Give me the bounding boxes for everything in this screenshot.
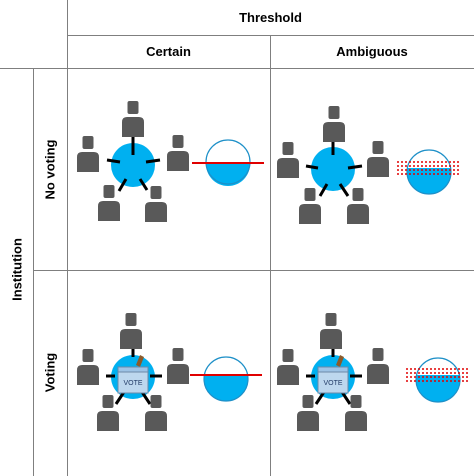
- person-icon: [367, 141, 389, 177]
- ballot-box-icon: VOTE: [317, 355, 349, 394]
- grid-line-h1: [67, 35, 474, 36]
- contribution-spoke: [106, 158, 121, 164]
- pool-icon: [111, 143, 155, 187]
- ballot-box-icon: VOTE: [117, 355, 149, 394]
- person-icon: [347, 188, 369, 224]
- person-icon: [367, 348, 389, 384]
- person-icon: [299, 188, 321, 224]
- grid-line-h2: [0, 68, 474, 69]
- cell-voting-certain: VOTE: [77, 313, 262, 431]
- cell-voting-ambiguous: VOTE: [277, 313, 470, 431]
- contribution-spoke: [314, 391, 326, 405]
- vote-label: VOTE: [323, 380, 342, 387]
- contribution-spoke: [347, 164, 363, 170]
- row-header-no-voting: No voting: [42, 139, 58, 200]
- threshold-gauge-icon: [190, 356, 262, 402]
- person-icon: [98, 185, 120, 221]
- person-icon: [122, 101, 144, 137]
- institution-header: Institution: [9, 238, 25, 301]
- pool-icon: [311, 147, 355, 191]
- person-icon: [345, 395, 367, 431]
- person-icon: [277, 142, 299, 178]
- contribution-spoke: [145, 158, 161, 164]
- threshold-gauge-icon: [406, 357, 470, 403]
- grid-line-v1: [67, 0, 68, 476]
- contribution-spoke: [117, 178, 128, 192]
- contribution-spoke: [138, 178, 149, 191]
- person-icon: [97, 395, 119, 431]
- grid-line-v3: [33, 69, 34, 476]
- person-icon: [77, 349, 99, 385]
- cell-no-voting-certain: [77, 101, 264, 222]
- contribution-spoke: [318, 183, 329, 197]
- person-icon: [297, 395, 319, 431]
- threshold-gauge-icon: [397, 149, 461, 195]
- person-icon: [145, 186, 167, 222]
- grid-line-h3: [33, 270, 474, 271]
- person-icon: [167, 135, 189, 171]
- contribution-spoke: [340, 391, 352, 405]
- person-icon: [120, 313, 142, 349]
- column-header-certain: Certain: [146, 44, 191, 59]
- column-header-ambiguous: Ambiguous: [336, 44, 408, 59]
- threshold-gauge-icon: [192, 139, 264, 186]
- cell-no-voting-ambiguous: [277, 106, 461, 224]
- contribution-spoke: [140, 391, 152, 405]
- contribution-spoke: [305, 164, 319, 170]
- threshold-header: Threshold: [239, 10, 302, 25]
- person-icon: [323, 106, 345, 142]
- person-icon: [77, 136, 99, 172]
- person-icon: [167, 348, 189, 384]
- row-header-voting: Voting: [42, 352, 58, 393]
- person-icon: [277, 349, 299, 385]
- person-icon: [320, 313, 342, 349]
- contribution-spoke: [114, 391, 126, 405]
- contribution-spoke: [338, 183, 350, 197]
- grid-line-v2: [270, 36, 271, 476]
- person-icon: [145, 395, 167, 431]
- vote-label: VOTE: [123, 380, 142, 387]
